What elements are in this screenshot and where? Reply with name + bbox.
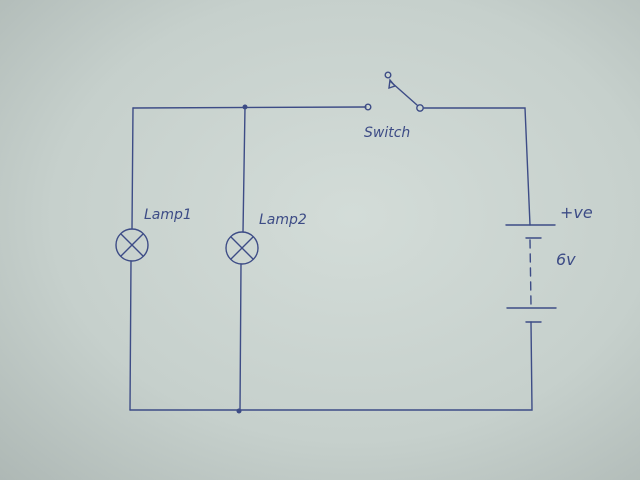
- switch-symbol: [364, 71, 424, 112]
- lamp1-symbol: [115, 228, 149, 262]
- top-wire: [132, 106, 367, 109]
- wires: [129, 106, 533, 412]
- bottom-wire: [129, 321, 533, 411]
- battery-polarity-label: +ve: [560, 203, 593, 222]
- lamp2-branch: [239, 106, 246, 412]
- switch-label: Switch: [364, 125, 410, 141]
- right-top-wire: [423, 107, 531, 226]
- battery-symbol: [505, 224, 557, 323]
- lamp1-branch: [129, 107, 134, 411]
- junction-top: [242, 104, 248, 110]
- lamp1-label: Lamp1: [144, 207, 192, 223]
- battery-voltage-label: 6v: [556, 250, 576, 269]
- lamp2-label: Lamp2: [259, 212, 307, 228]
- lamp2-symbol: [225, 231, 259, 265]
- junction-bottom: [236, 408, 242, 414]
